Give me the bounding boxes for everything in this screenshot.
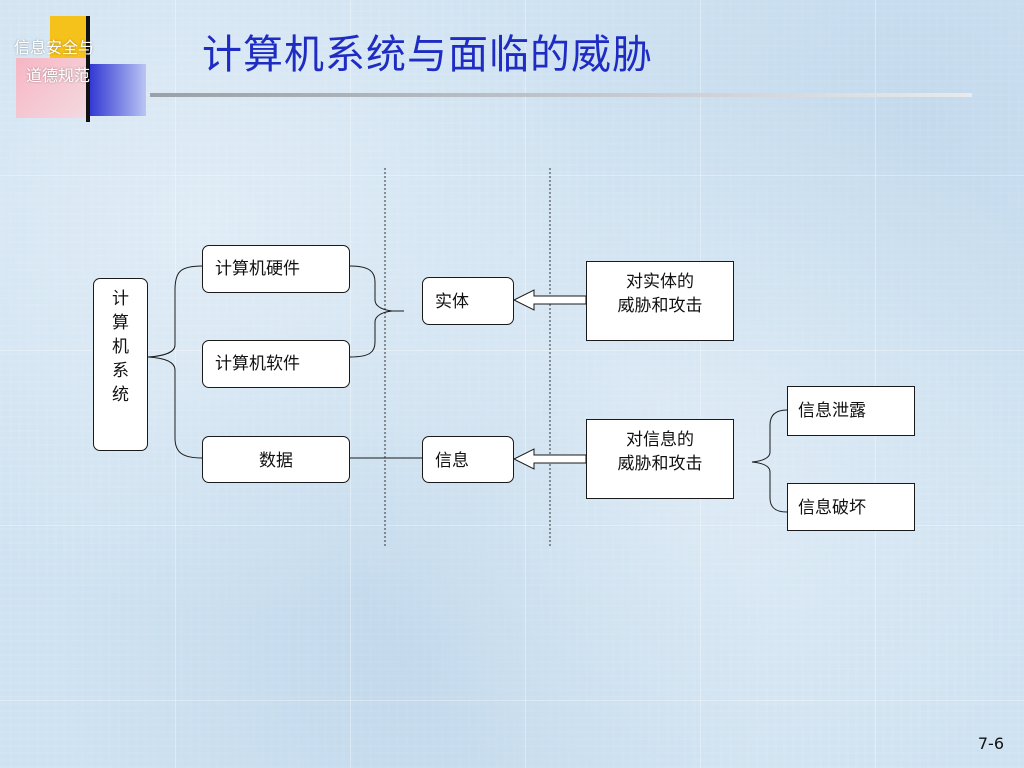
entity-threat-label: 对实体的 威胁和攻击 [617,272,703,316]
slide-title: 计算机系统与面临的威胁 [202,32,653,78]
information-label: 信息 [435,451,469,471]
computer-system-label: 计 算 机 系 统 [112,289,129,405]
background-tile-line [0,175,1024,176]
software-box: 计算机软件 [202,340,350,388]
entity-threat-arrow [512,289,587,311]
info-threat-box: 对信息的 威胁和攻击 [586,419,734,499]
background-tile-line [0,350,1024,351]
computer-system-box: 计 算 机 系 统 [93,278,148,451]
entity-label: 实体 [435,292,469,312]
hardware-label: 计算机硬件 [215,259,300,279]
data-box: 数据 [202,436,350,483]
background-tile-line [350,0,351,768]
entity-brace [349,265,404,358]
logo-text-line1: 信息安全与 [14,38,95,57]
background-tile-line [525,0,526,768]
title-underline [150,93,972,97]
info-leak-label: 信息泄露 [798,401,866,421]
info-threat-arrow [512,448,587,470]
data-label: 数据 [259,451,293,471]
background-tile-line [875,0,876,768]
logo-pink-square [16,58,86,118]
entity-box: 实体 [422,277,514,325]
threat-brace [751,409,788,513]
entity-threat-box: 对实体的 威胁和攻击 [586,261,734,341]
software-label: 计算机软件 [215,354,300,374]
background-tile-line [0,525,1024,526]
course-logo: 信息安全与 道德规范 [12,16,152,124]
background-tile-line [700,0,701,768]
page-number: 7-6 [977,734,1004,753]
hardware-box: 计算机硬件 [202,245,350,293]
logo-text-line2: 道德规范 [26,66,91,85]
logo-blue-square [86,64,146,116]
info-damage-box: 信息破坏 [787,483,915,531]
system-brace [147,265,203,459]
info-damage-label: 信息破坏 [798,498,866,518]
background-tile-line [0,700,1024,701]
information-box: 信息 [422,436,514,483]
info-threat-label: 对信息的 威胁和攻击 [617,430,703,474]
logo-yellow-square [50,16,90,58]
info-leak-box: 信息泄露 [787,386,915,436]
logo-vertical-bar [86,16,90,122]
